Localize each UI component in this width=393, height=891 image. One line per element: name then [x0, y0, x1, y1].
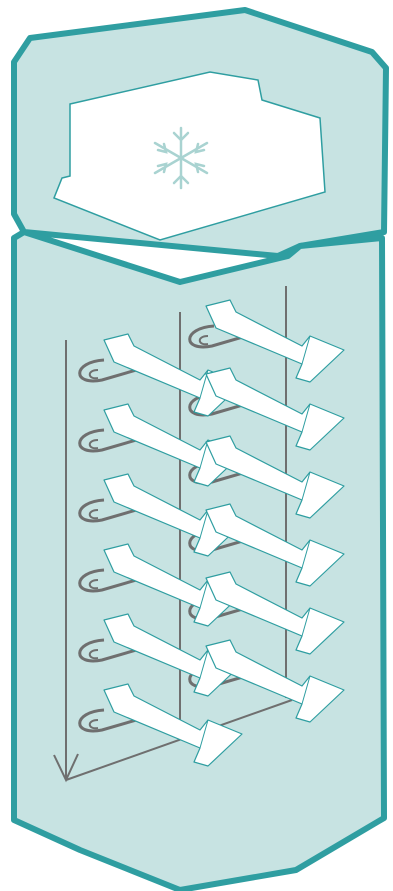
sliding-arrow — [205, 299, 345, 383]
wire-clip — [78, 428, 151, 453]
wire-clip — [78, 708, 151, 733]
snowflake-icon — [153, 126, 209, 190]
wire-clip — [78, 358, 151, 383]
wire-clip — [78, 568, 151, 593]
sliding-arrow — [103, 683, 243, 767]
sliding-arrow — [205, 503, 345, 587]
freezer-panel — [53, 71, 326, 241]
sliding-arrow — [205, 367, 345, 451]
wire-clip — [78, 498, 151, 523]
arrow-group — [103, 299, 345, 767]
wire-clip — [78, 638, 151, 663]
freezer-body — [11, 229, 387, 891]
sliding-arrow — [205, 639, 345, 723]
sliding-arrow — [205, 435, 345, 519]
wire-clip — [188, 324, 261, 349]
sliding-arrow — [205, 571, 345, 655]
